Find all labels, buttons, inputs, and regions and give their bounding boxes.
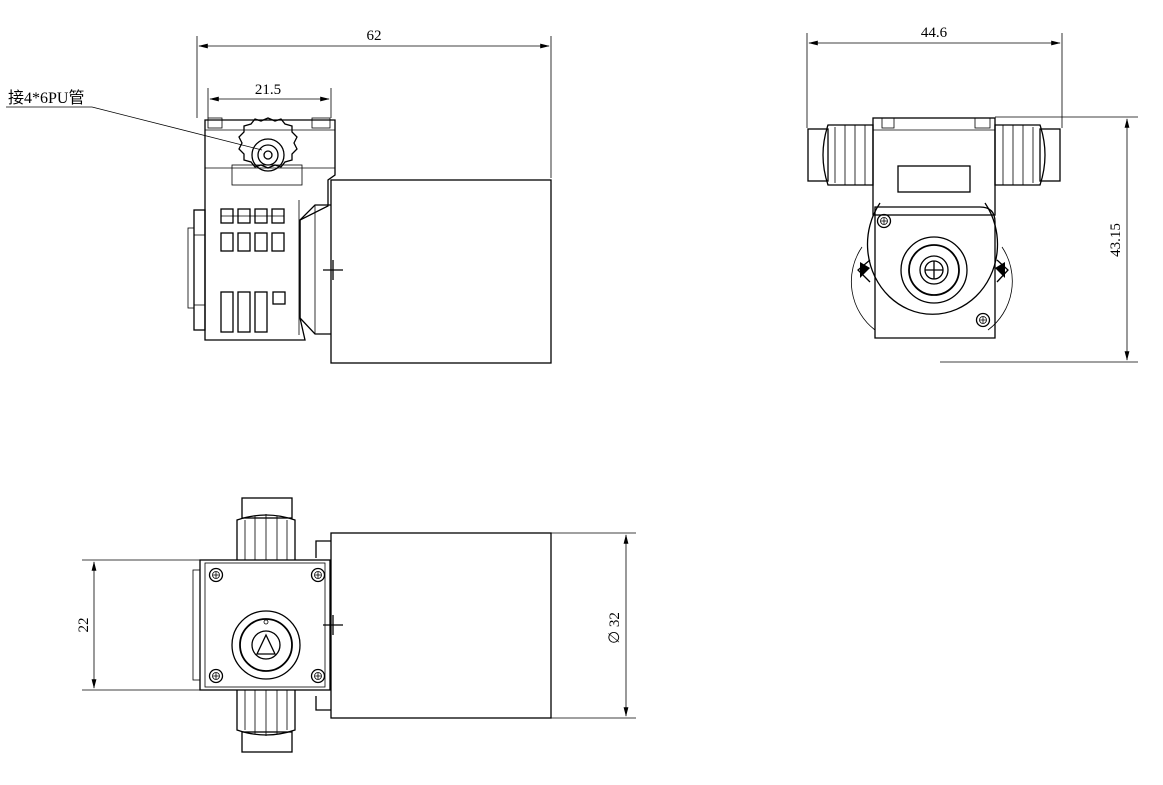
bottom-nut [236, 690, 296, 753]
svg-text:62: 62 [367, 28, 382, 44]
dimension-fitting-width: 21.5 [207, 82, 332, 118]
top-view: 22 ∅ 32 [76, 497, 636, 753]
motor-body [330, 179, 552, 364]
dimension-motor-diameter: ∅ 32 [551, 532, 636, 719]
svg-text:22: 22 [76, 618, 92, 633]
connector-nut [231, 117, 303, 186]
svg-text:44.6: 44.6 [921, 25, 948, 41]
pump-plate [874, 206, 996, 339]
side-view: 44.6 43.15 [806, 25, 1138, 363]
pump-head [204, 119, 336, 341]
connector-note: 接4*6PU管 [8, 89, 84, 107]
top-nut [236, 497, 296, 560]
dimension-side-height: 43.15 [940, 116, 1138, 363]
dimension-side-width: 44.6 [806, 25, 1063, 128]
svg-text:43.15: 43.15 [1108, 223, 1124, 257]
svg-text:∅ 32: ∅ 32 [607, 612, 623, 644]
valve-windows [220, 208, 286, 333]
left-nut [807, 124, 874, 186]
motor-body-top [330, 532, 552, 719]
dimension-overall-length: 62 [196, 28, 552, 178]
motor-end-circle [866, 202, 999, 315]
dimension-mount-spacing: 22 [76, 559, 208, 691]
right-nut [994, 124, 1061, 186]
front-view: 接4*6PU管 21.5 62 [6, 28, 552, 364]
svg-text:21.5: 21.5 [255, 82, 281, 98]
